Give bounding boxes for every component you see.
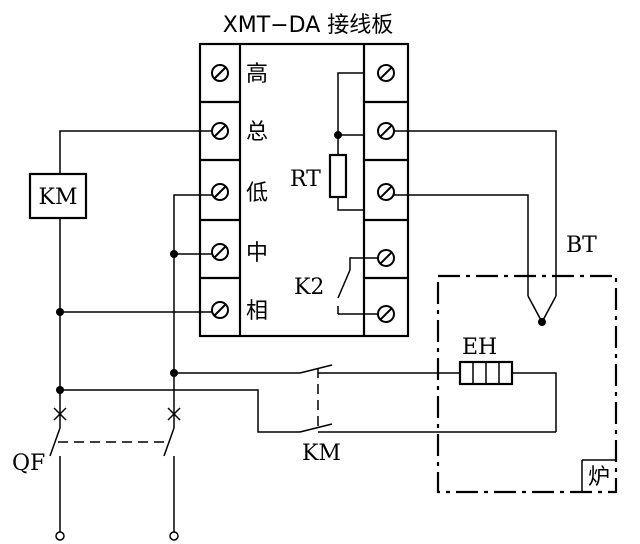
terminal-label-mid: 中 <box>246 241 268 266</box>
wire-bt-2 <box>394 194 529 296</box>
screw-icon <box>211 243 229 261</box>
eh-heater <box>458 360 557 432</box>
k2-contact <box>337 257 378 315</box>
screw-icon <box>377 305 395 323</box>
screw-icon <box>211 183 229 201</box>
screw-icon <box>211 122 229 140</box>
k2-label: K2 <box>294 275 324 300</box>
terminal-board <box>198 42 410 338</box>
wire-low <box>173 194 212 420</box>
screw-icon <box>211 301 229 319</box>
screw-icon <box>377 122 395 140</box>
left-terminal-screws <box>211 64 229 319</box>
bt-label: BT <box>566 233 597 258</box>
furnace-label: 炉 <box>588 465 610 490</box>
terminal-label-low: 低 <box>246 181 268 206</box>
rt-resistor <box>328 72 364 211</box>
terminal-label-phase: 相 <box>246 299 268 324</box>
screw-icon <box>377 183 395 201</box>
screw-icon <box>211 64 229 82</box>
qf-breaker <box>49 407 181 541</box>
qf-label: QF <box>12 451 45 476</box>
km-coil-label: KM <box>39 185 78 210</box>
km-contact-label: KM <box>302 441 341 466</box>
right-terminal-screws <box>377 64 395 323</box>
km-coil <box>28 172 88 220</box>
rt-label: RT <box>290 167 321 192</box>
screw-icon <box>377 249 395 267</box>
furnace-enclosure <box>436 274 618 494</box>
screw-icon <box>377 64 395 82</box>
board-title: XMT−DA 接线板 <box>223 13 394 38</box>
wire-lower-contact <box>60 389 300 433</box>
terminal-label-common: 总 <box>246 120 268 145</box>
wire-bt-1 <box>394 130 557 296</box>
wire-common-to-km <box>59 130 212 174</box>
terminal-label-high: 高 <box>246 62 268 87</box>
eh-label: EH <box>462 335 497 360</box>
